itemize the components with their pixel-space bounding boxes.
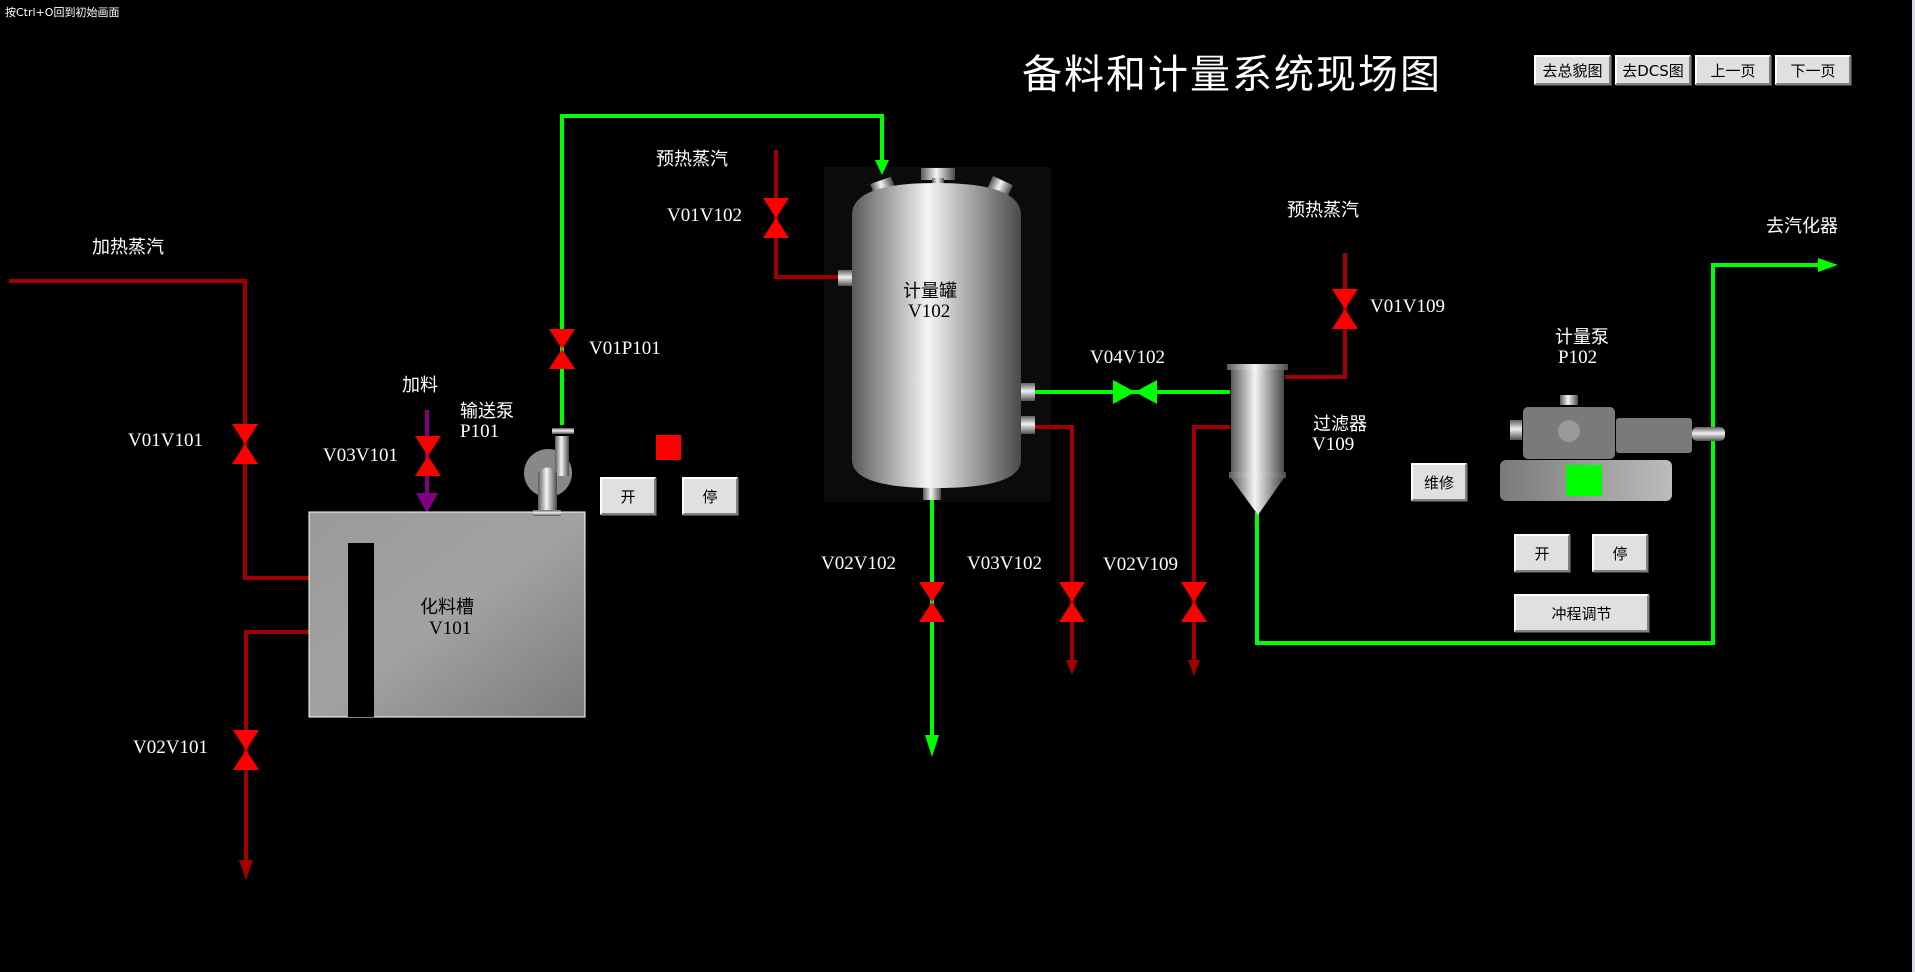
pump-p101: [524, 428, 574, 516]
p102-maintenance-button[interactable]: 维修: [1411, 463, 1467, 501]
p101-tag: P101: [460, 421, 500, 442]
valve-V02V109[interactable]: [1181, 581, 1207, 623]
page-title: 备料和计量系统现场图: [1022, 52, 1442, 98]
valve-V01V109[interactable]: [1332, 288, 1358, 330]
v109-to-vaporizer-pipe: [1255, 263, 1830, 645]
vessel-v102: [838, 168, 1035, 500]
feed-pipe: [416, 410, 438, 513]
valve-label-V01P101: V01P101: [589, 338, 661, 359]
preheat-steam-label-2: 预热蒸汽: [1287, 200, 1359, 221]
v101-tag: V101: [429, 618, 472, 639]
valve-label-V02V101: V02V101: [133, 737, 208, 758]
v109-drain-pipe: [1192, 425, 1230, 665]
valve-label-V03V102: V03V102: [967, 553, 1042, 574]
valve-symbol-V01V101: [232, 424, 258, 464]
valve-symbol-V02V101: [233, 730, 259, 770]
valve-label-V02V109: V02V109: [1103, 554, 1178, 575]
valve-V02V102[interactable]: [919, 581, 945, 623]
transfer-pipe-p101-v102: [560, 114, 884, 425]
outlet-arrow-v102: [925, 735, 939, 757]
valve-symbol-V03V102: [1059, 582, 1085, 622]
v101-name: 化料槽: [420, 597, 474, 618]
p102-tag: P102: [1558, 347, 1598, 368]
valve-V01P101[interactable]: [549, 328, 575, 370]
go-overview-button[interactable]: 去总貌图: [1534, 55, 1611, 85]
p101-name: 输送泵: [460, 401, 514, 422]
next-page-button[interactable]: 下一页: [1775, 55, 1851, 85]
to-vaporizer-label: 去汽化器: [1766, 216, 1838, 237]
p102-start-button[interactable]: 开: [1514, 534, 1570, 572]
drain-arrow-v101: [239, 860, 253, 880]
valve-symbol-V03V101: [415, 436, 441, 476]
valve-symbol-V02V102: [919, 582, 945, 622]
valve-V01V101[interactable]: [232, 424, 258, 466]
p102-name: 计量泵: [1555, 327, 1609, 348]
valve-symbol-V02V109: [1181, 582, 1207, 622]
valve-V01V102[interactable]: [763, 197, 789, 239]
heating-steam-pipe: [9, 279, 309, 865]
window-edge: [1912, 0, 1915, 972]
go-dcs-button[interactable]: 去DCS图: [1615, 55, 1691, 85]
drain-arrow-v102: [1066, 660, 1078, 675]
valve-symbol-V01V102: [763, 198, 789, 238]
v102-tag: V102: [908, 301, 951, 322]
preheat-steam-label-1: 预热蒸汽: [656, 149, 728, 170]
drain-arrow-v109: [1188, 660, 1200, 676]
valve-label-V01V102: V01V102: [667, 205, 742, 226]
valve-label-V01V101: V01V101: [128, 430, 203, 451]
valve-symbol-V04V102: [1113, 380, 1157, 404]
preheat-steam-pipe-v102: [774, 150, 840, 279]
pump-p101-target[interactable]: [522, 426, 578, 518]
valve-symbol-V01P101: [549, 329, 575, 369]
p102-status-indicator: [1566, 465, 1602, 496]
v102-name: 计量罐: [903, 281, 957, 302]
prev-page-button[interactable]: 上一页: [1695, 55, 1771, 85]
p102-stroke-adjust-button[interactable]: 冲程调节: [1514, 594, 1649, 632]
inlet-arrow-v102: [875, 160, 889, 175]
valve-V03V101[interactable]: [415, 435, 441, 477]
p102-stop-button[interactable]: 停: [1592, 534, 1648, 572]
pump-p102: [1500, 395, 1725, 501]
valve-symbol-V01V109: [1332, 289, 1358, 329]
keyboard-hint: 按Ctrl+O回到初始画面: [5, 6, 120, 19]
feed-label: 加料: [402, 375, 438, 396]
v109-name: 过滤器: [1313, 414, 1367, 435]
filter-v109: [1227, 364, 1288, 515]
valve-label-V02V102: V02V102: [821, 553, 896, 574]
p101-status-indicator: [656, 435, 681, 460]
valve-V02V101[interactable]: [233, 729, 259, 771]
heating-steam-label: 加热蒸汽: [92, 237, 164, 258]
valve-V03V102[interactable]: [1059, 581, 1085, 623]
level-bar-v101: [348, 543, 374, 717]
p101-stop-button[interactable]: 停: [682, 477, 738, 515]
p101-start-button[interactable]: 开: [600, 477, 656, 515]
valve-label-V01V109: V01V109: [1370, 296, 1445, 317]
v109-tag: V109: [1312, 434, 1355, 455]
valve-V04V102[interactable]: [1114, 379, 1156, 405]
vaporizer-arrow: [1818, 258, 1838, 272]
valve-label-V04V102: V04V102: [1090, 347, 1165, 368]
valve-label-V03V101: V03V101: [323, 445, 398, 466]
